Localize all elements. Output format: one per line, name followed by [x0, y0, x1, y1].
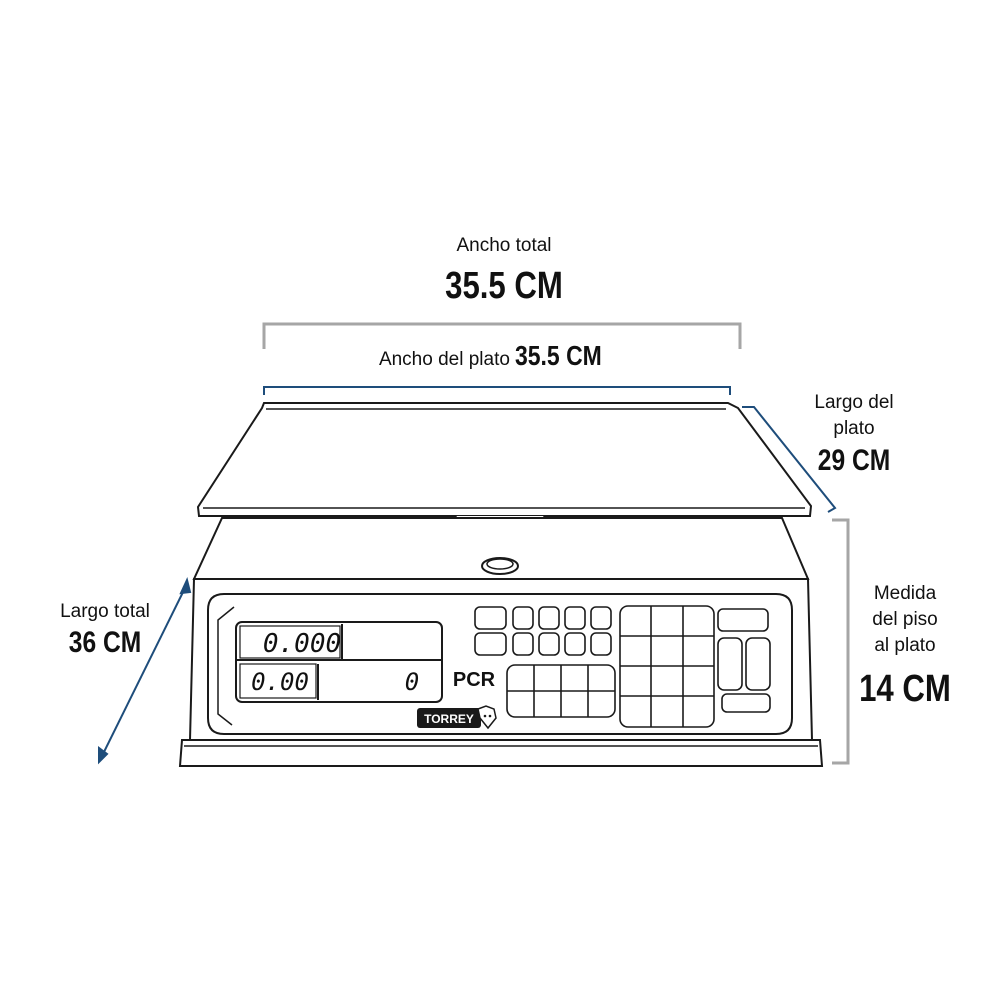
floor-to-plate-label-line3: al plato: [874, 635, 936, 656]
total-length-arrow: [98, 577, 192, 765]
model-label: PCR: [453, 669, 496, 691]
total-length-label: Largo total: [60, 601, 150, 622]
brand-logo: TORREY: [417, 705, 497, 730]
plate-width-label-group: Ancho del plato 35.5 CM: [340, 338, 660, 378]
floor-to-plate-label-line2: del piso: [872, 609, 938, 630]
plate-width-label: Ancho del plato: [378, 349, 510, 370]
total-width-value: 35.5 CM: [445, 265, 563, 307]
total-width-bracket: [262, 322, 742, 349]
plate-length-bracket: [742, 406, 837, 513]
plate-length-label-line2: plato: [833, 418, 875, 439]
floor-to-plate-value: 14 CM: [859, 668, 951, 710]
plate-length-value: 29 CM: [817, 444, 891, 477]
display-area: [235, 621, 443, 703]
total-width-label: Ancho total: [456, 235, 552, 256]
svg-text:TORREY: TORREY: [424, 712, 474, 726]
total-length-value: 36 CM: [68, 626, 142, 659]
display-price: 0.00: [251, 668, 309, 696]
plate-width-value: 35.5 CM: [515, 340, 602, 371]
display-weight: 0.000: [263, 629, 341, 659]
weighing-plate: [196, 402, 813, 517]
plate-length-label-line1: Largo del: [814, 392, 894, 413]
plate-width-bracket: [263, 386, 731, 395]
display-total: 0: [405, 668, 419, 696]
keypad: [474, 605, 771, 728]
floor-to-plate-bracket: [832, 518, 850, 765]
floor-to-plate-label-line1: Medida: [873, 583, 937, 604]
